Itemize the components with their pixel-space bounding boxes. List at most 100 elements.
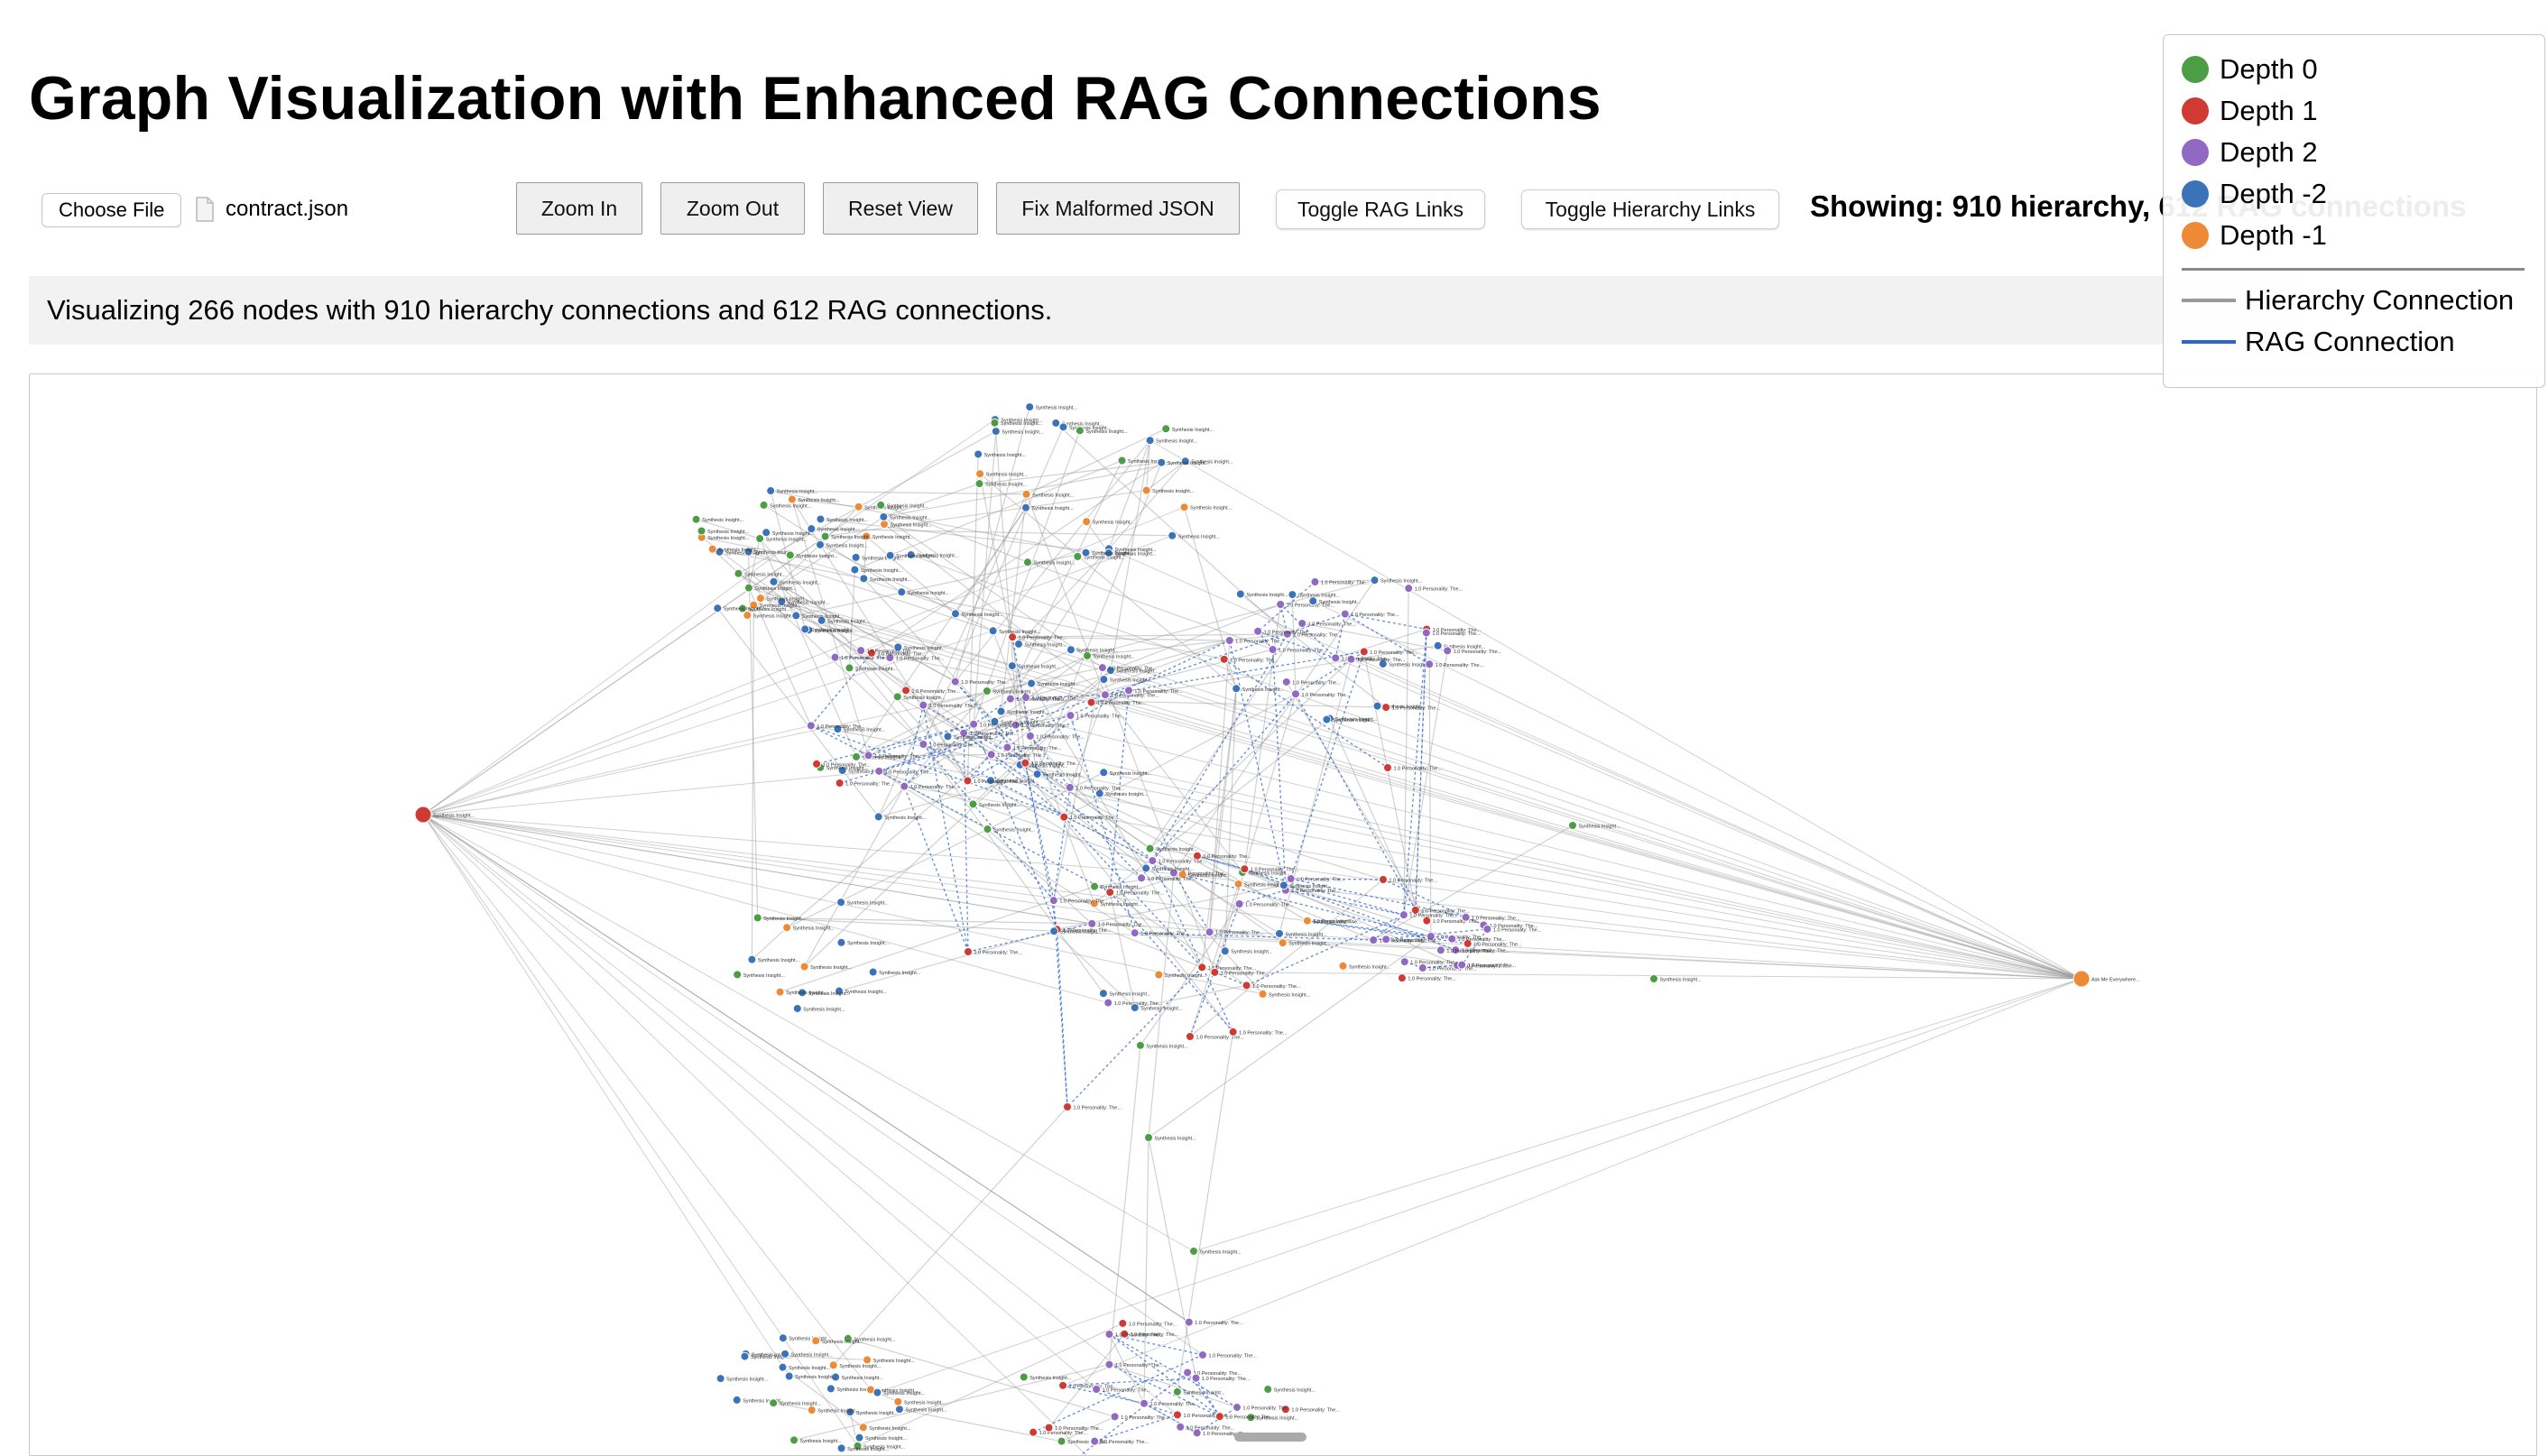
graph-node[interactable] xyxy=(1193,852,1201,860)
graph-node[interactable] xyxy=(785,1372,793,1380)
graph-node[interactable] xyxy=(1066,646,1075,654)
graph-node[interactable] xyxy=(415,806,431,823)
graph-node[interactable] xyxy=(854,502,863,511)
graph-canvas[interactable]: Synthesis Insight...Synthesis Insight...… xyxy=(29,373,2537,1456)
graph-node[interactable] xyxy=(753,914,762,922)
graph-node[interactable] xyxy=(969,800,977,808)
graph-node[interactable] xyxy=(734,971,742,979)
graph-node[interactable] xyxy=(1339,962,1347,970)
graph-node[interactable] xyxy=(880,512,888,521)
graph-node[interactable] xyxy=(987,751,995,759)
graph-node[interactable] xyxy=(1023,558,1031,567)
graph-node[interactable] xyxy=(779,1363,787,1371)
graph-node[interactable] xyxy=(1232,685,1241,693)
choose-file-button[interactable]: Choose File xyxy=(42,193,181,227)
graph-node[interactable] xyxy=(1436,946,1445,954)
graph-node[interactable] xyxy=(808,1406,816,1415)
graph-node[interactable] xyxy=(1003,743,1011,751)
graph-node[interactable] xyxy=(1149,857,1157,865)
graph-node[interactable] xyxy=(1173,1411,1181,1419)
graph-node[interactable] xyxy=(817,515,825,523)
graph-node[interactable] xyxy=(1398,974,1406,982)
graph-node[interactable] xyxy=(874,813,882,821)
graph-node[interactable] xyxy=(976,470,984,478)
graph-node[interactable] xyxy=(1168,531,1177,539)
graph-node[interactable] xyxy=(1059,423,1067,431)
graph-node[interactable] xyxy=(1234,880,1242,888)
graph-node[interactable] xyxy=(1124,687,1132,695)
graph-node[interactable] xyxy=(881,521,889,529)
graph-node[interactable] xyxy=(1155,971,1163,979)
graph-node[interactable] xyxy=(1059,1381,1067,1389)
graph-node[interactable] xyxy=(692,515,700,523)
graph-node[interactable] xyxy=(1028,679,1036,687)
graph-node[interactable] xyxy=(1233,1404,1242,1412)
graph-node[interactable] xyxy=(781,1350,789,1358)
graph-node[interactable] xyxy=(1021,759,1029,767)
graph-node[interactable] xyxy=(845,664,854,672)
graph-node[interactable] xyxy=(1236,590,1244,598)
graph-node[interactable] xyxy=(1229,1027,1237,1036)
graph-node[interactable] xyxy=(1282,677,1290,686)
graph-node[interactable] xyxy=(863,1356,872,1364)
graph-node[interactable] xyxy=(716,1375,725,1383)
graph-node[interactable] xyxy=(1380,876,1388,884)
graph-node[interactable] xyxy=(919,701,928,709)
zoom-in-button[interactable]: Zoom In xyxy=(516,182,642,235)
graph-node[interactable] xyxy=(790,1436,799,1444)
graph-node[interactable] xyxy=(852,553,860,561)
graph-node[interactable] xyxy=(1014,640,1022,648)
graph-node[interactable] xyxy=(733,1396,741,1404)
graph-node[interactable] xyxy=(1087,698,1095,706)
graph-node[interactable] xyxy=(1100,676,1108,684)
graph-node[interactable] xyxy=(989,627,997,635)
graph-node[interactable] xyxy=(1074,552,1082,560)
graph-node[interactable] xyxy=(1045,1424,1053,1432)
graph-node[interactable] xyxy=(2073,971,2090,987)
graph-node[interactable] xyxy=(1145,1134,1153,1142)
graph-node[interactable] xyxy=(1105,1360,1113,1368)
graph-node[interactable] xyxy=(1276,929,1284,937)
graph-node[interactable] xyxy=(817,540,825,548)
graph-node[interactable] xyxy=(1140,1399,1148,1407)
graph-node[interactable] xyxy=(1158,458,1166,466)
graph-node[interactable] xyxy=(1022,490,1030,498)
graph-node[interactable] xyxy=(1066,783,1074,791)
reset-view-button[interactable]: Reset View xyxy=(823,182,978,235)
graph-node[interactable] xyxy=(1184,1368,1192,1377)
graph-node[interactable] xyxy=(1241,865,1249,873)
graph-node[interactable] xyxy=(1131,1004,1139,1012)
graph-node[interactable] xyxy=(1279,881,1288,889)
graph-node[interactable] xyxy=(1101,691,1109,699)
graph-node[interactable] xyxy=(1341,610,1349,618)
graph-node[interactable] xyxy=(1287,875,1295,883)
graph-node[interactable] xyxy=(1426,660,1434,668)
graph-node[interactable] xyxy=(813,760,821,768)
graph-node[interactable] xyxy=(1569,822,1577,830)
graph-node[interactable] xyxy=(1277,601,1285,609)
graph-node[interactable] xyxy=(919,741,928,749)
graph-node[interactable] xyxy=(1462,913,1470,921)
graph-node[interactable] xyxy=(964,777,972,785)
graph-node[interactable] xyxy=(734,569,743,577)
graph-node[interactable] xyxy=(807,722,815,730)
graph-node[interactable] xyxy=(793,1004,801,1012)
graph-node[interactable] xyxy=(788,495,796,503)
graph-node[interactable] xyxy=(951,610,959,618)
graph-node[interactable] xyxy=(770,1399,778,1407)
graph-node[interactable] xyxy=(1008,662,1016,670)
graph-node[interactable] xyxy=(1225,637,1233,645)
graph-node[interactable] xyxy=(1382,704,1390,712)
graph-node[interactable] xyxy=(886,551,894,559)
graph-node[interactable] xyxy=(1323,715,1331,723)
graph-node[interactable] xyxy=(1146,844,1154,852)
graph-node[interactable] xyxy=(893,693,901,701)
graph-node[interactable] xyxy=(1091,1437,1099,1445)
graph-node[interactable] xyxy=(786,551,794,559)
graph-node[interactable] xyxy=(837,1444,845,1452)
graph-node[interactable] xyxy=(1400,958,1408,966)
graph-node[interactable] xyxy=(1026,403,1034,411)
graph-node[interactable] xyxy=(829,1361,837,1369)
graph-node[interactable] xyxy=(1215,1413,1223,1421)
graph-node[interactable] xyxy=(1458,961,1466,969)
